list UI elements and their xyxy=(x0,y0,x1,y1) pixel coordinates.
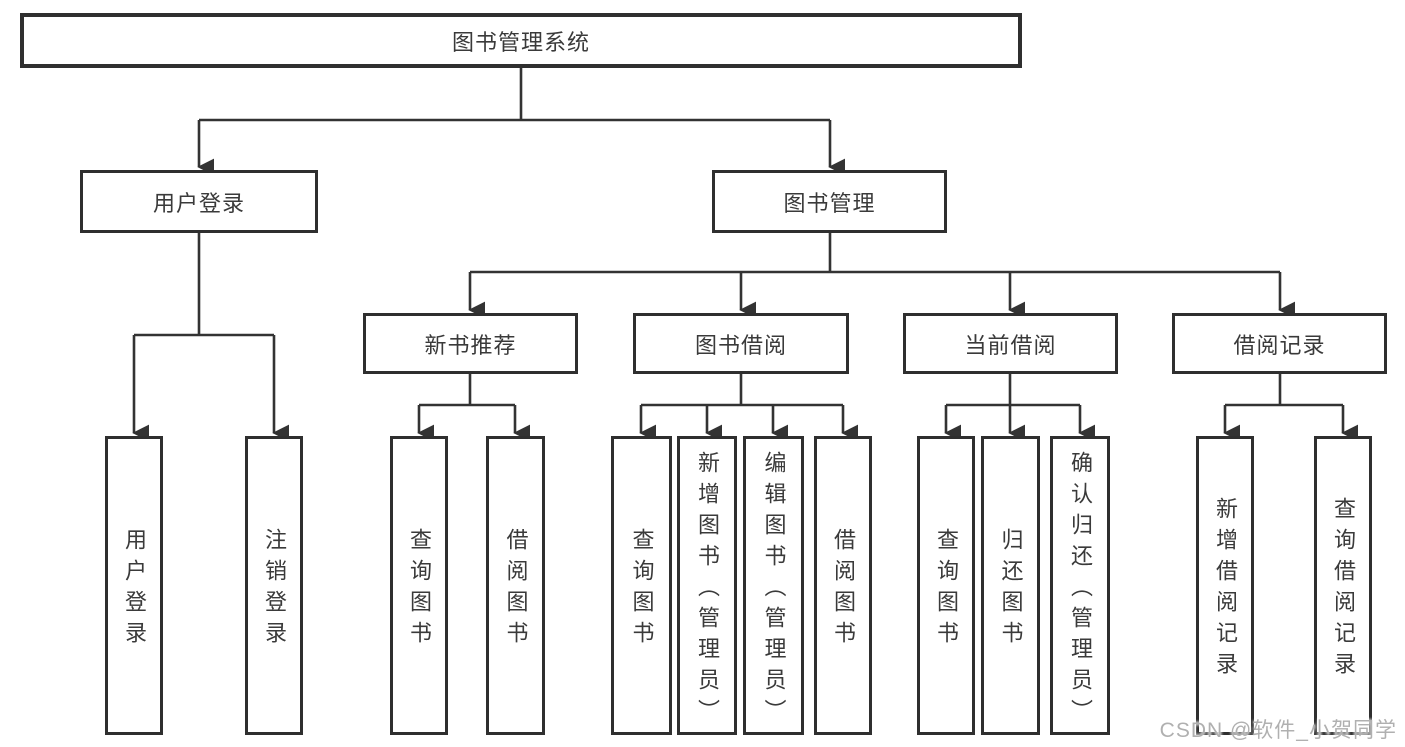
leaf-return-books: 归还图书 xyxy=(981,436,1040,735)
leaf-add-borrow-record: 新增借阅记录 xyxy=(1196,436,1254,735)
connector-login-trunk xyxy=(134,233,274,337)
connector-records-trunk xyxy=(1225,374,1343,407)
node-label: 图书管理 xyxy=(783,190,876,216)
node-user-login: 用户登录 xyxy=(80,170,318,233)
node-book-borrowing: 图书借阅 xyxy=(633,313,849,374)
leaf-label: 确认归还（管理员） xyxy=(1068,450,1093,730)
node-label: 图书借阅 xyxy=(694,332,787,358)
node-current-borrowing: 当前借阅 xyxy=(903,313,1118,374)
leaf-query-books: 查询图书 xyxy=(390,436,448,735)
leaf-label: 查询图书 xyxy=(407,528,432,652)
node-label: 图书管理系统 xyxy=(451,29,590,55)
connector-new-trunk xyxy=(419,374,515,407)
leaf-label: 用户登录 xyxy=(122,528,147,652)
node-new-book-recommendation: 新书推荐 xyxy=(363,313,578,374)
leaf-query-books: 查询图书 xyxy=(611,436,672,735)
csdn-watermark: CSDN @软件_小贺同学 xyxy=(1159,719,1397,742)
leaf-label: 新增借阅记录 xyxy=(1213,497,1238,683)
leaf-label: 编辑图书（管理员） xyxy=(761,450,787,730)
node-label: 用户登录 xyxy=(152,190,245,216)
node-label: 当前借阅 xyxy=(964,332,1057,358)
node-book-management: 图书管理 xyxy=(712,170,947,233)
leaf-confirm-return-admin: 确认归还（管理员） xyxy=(1050,436,1110,735)
leaf-label: 新增图书（管理员） xyxy=(695,450,720,730)
leaf-query-books: 查询图书 xyxy=(917,436,975,735)
connector-borrow-trunk xyxy=(641,374,843,407)
node-book-management-system: 图书管理系统 xyxy=(20,13,1022,68)
leaf-borrow-books: 借阅图书 xyxy=(814,436,872,735)
leaf-label: 注销登录 xyxy=(262,528,287,652)
connector-current-trunk xyxy=(946,374,1080,407)
node-label: 新书推荐 xyxy=(424,332,517,358)
leaf-edit-books-admin: 编辑图书（管理员） xyxy=(743,436,804,735)
connector-mgmt-trunk xyxy=(470,233,1280,274)
leaf-borrow-books: 借阅图书 xyxy=(486,436,545,735)
leaf-label: 借阅图书 xyxy=(503,528,529,652)
leaf-user-login: 用户登录 xyxy=(105,436,163,735)
leaf-label: 查询借阅记录 xyxy=(1331,497,1356,683)
leaf-label: 查询图书 xyxy=(629,528,655,652)
leaf-label: 查询图书 xyxy=(934,528,959,652)
connector-root-trunk xyxy=(199,68,830,122)
leaf-add-books-admin: 新增图书（管理员） xyxy=(677,436,737,735)
leaf-label: 借阅图书 xyxy=(831,528,856,652)
leaf-logout: 注销登录 xyxy=(245,436,303,735)
node-borrowing-records: 借阅记录 xyxy=(1172,313,1387,374)
node-label: 借阅记录 xyxy=(1233,332,1326,358)
leaf-query-borrow-record: 查询借阅记录 xyxy=(1314,436,1372,735)
leaf-label: 归还图书 xyxy=(998,528,1024,652)
